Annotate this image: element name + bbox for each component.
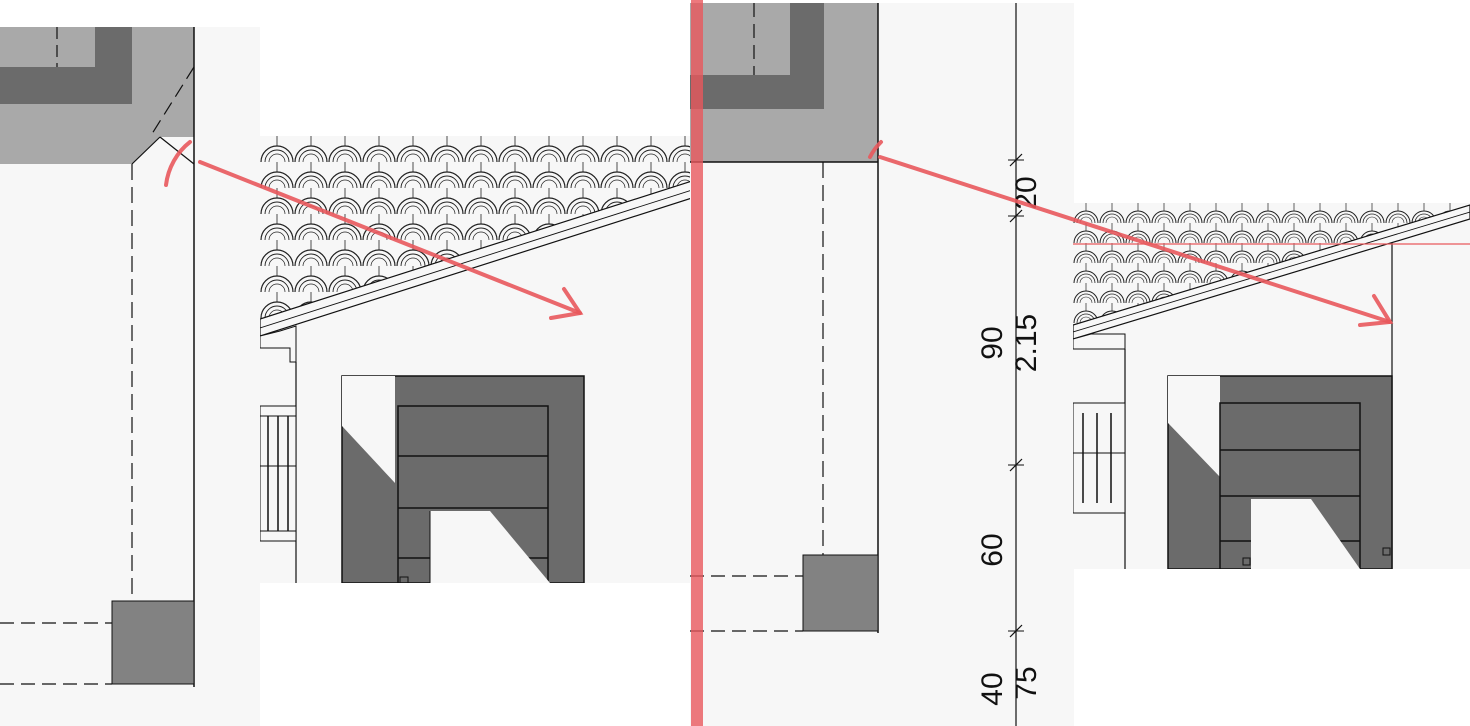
wall-dark-fill bbox=[0, 27, 132, 104]
wall-dark-fill bbox=[690, 3, 824, 109]
plan-detail-center: 20 2.15 75 90 60 40 bbox=[690, 3, 1074, 726]
dimension-label: 2.15 bbox=[1010, 314, 1043, 372]
plan-detail-left bbox=[0, 27, 260, 726]
elevation-detail-right bbox=[1073, 203, 1470, 569]
dimension-label: 40 bbox=[976, 672, 1009, 705]
elevation-detail-left bbox=[260, 136, 692, 583]
balustrade bbox=[1073, 402, 1126, 514]
dimension-label: 60 bbox=[976, 533, 1009, 566]
column-square bbox=[802, 554, 879, 632]
dimension-label: 20 bbox=[1010, 176, 1043, 209]
dimension-label: 75 bbox=[1010, 666, 1043, 699]
column-square bbox=[111, 600, 195, 685]
dimension-label: 90 bbox=[976, 326, 1009, 359]
